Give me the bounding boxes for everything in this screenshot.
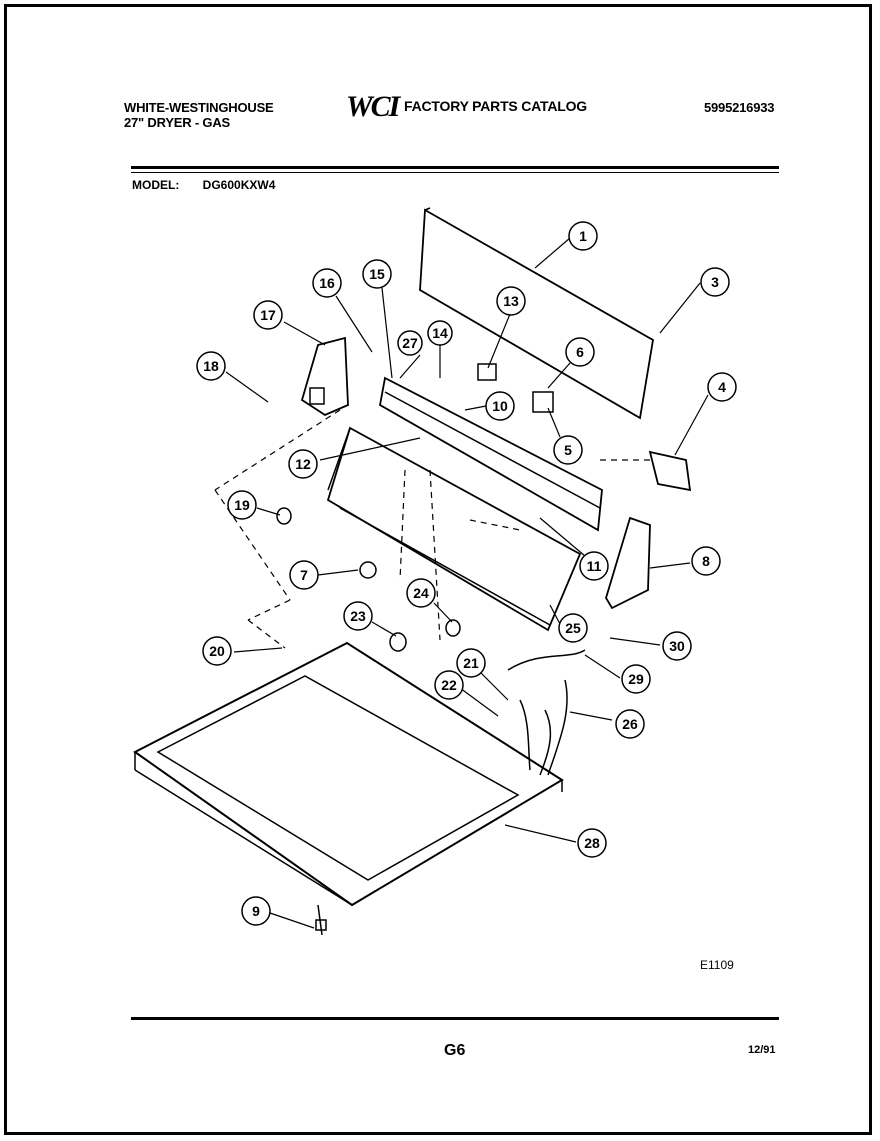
svg-text:12: 12 bbox=[295, 456, 311, 472]
callout-26: 26 bbox=[615, 709, 645, 739]
model-label: MODEL: bbox=[132, 178, 180, 192]
svg-text:24: 24 bbox=[413, 585, 429, 601]
callout-20: 20 bbox=[202, 636, 232, 666]
svg-text:9: 9 bbox=[252, 903, 260, 919]
header-rule bbox=[131, 166, 779, 169]
svg-text:1: 1 bbox=[579, 228, 587, 244]
assembly-guide-lines bbox=[214, 409, 650, 649]
svg-text:18: 18 bbox=[203, 358, 219, 374]
wci-logo: WCI bbox=[346, 90, 400, 123]
callout-16: 16 bbox=[312, 268, 342, 298]
callout-29: 29 bbox=[621, 664, 651, 694]
screw-part bbox=[315, 904, 327, 936]
callout-15: 15 bbox=[362, 259, 392, 289]
svg-text:30: 30 bbox=[669, 638, 685, 654]
callout-1: 1 bbox=[568, 221, 598, 251]
rear-panel-part bbox=[419, 207, 654, 420]
callout-25: 25 bbox=[558, 613, 588, 643]
callout-30: 30 bbox=[662, 631, 692, 661]
svg-text:22: 22 bbox=[441, 677, 457, 693]
revision-date: 12/91 bbox=[748, 1044, 776, 1056]
catalog-title: FACTORY PARTS CATALOG bbox=[404, 98, 587, 114]
brand-name: WHITE-WESTINGHOUSE bbox=[124, 100, 274, 115]
product-line: 27" DRYER - GAS bbox=[124, 115, 230, 130]
callout-4: 4 bbox=[707, 372, 737, 402]
left-end-cap-part bbox=[300, 336, 349, 417]
wire-harness-part bbox=[507, 649, 586, 776]
svg-text:16: 16 bbox=[319, 275, 335, 291]
drawing-id: E1109 bbox=[700, 958, 734, 972]
callout-6: 6 bbox=[565, 337, 595, 367]
switch-parts bbox=[477, 363, 554, 413]
callout-23: 23 bbox=[343, 601, 373, 631]
callout-5: 5 bbox=[553, 435, 583, 465]
svg-text:15: 15 bbox=[369, 266, 385, 282]
svg-text:23: 23 bbox=[350, 608, 366, 624]
page-border bbox=[4, 4, 872, 1135]
callout-28: 28 bbox=[577, 828, 607, 858]
svg-text:13: 13 bbox=[503, 293, 519, 309]
callout-22: 22 bbox=[434, 670, 464, 700]
callout-bubbles: 1 3 4 5 6 7 8 9 10 11 12 13 14 15 16 17 … bbox=[196, 221, 737, 926]
callout-13: 13 bbox=[496, 286, 526, 316]
leader-lines bbox=[225, 237, 709, 929]
svg-text:3: 3 bbox=[711, 274, 719, 290]
callout-9: 9 bbox=[241, 896, 271, 926]
callout-12: 12 bbox=[288, 449, 318, 479]
callout-11: 11 bbox=[579, 551, 609, 581]
timer-switch-part bbox=[648, 450, 692, 492]
svg-text:25: 25 bbox=[565, 620, 581, 636]
svg-text:11: 11 bbox=[587, 558, 602, 574]
header-rule-thin bbox=[131, 172, 779, 173]
svg-text:4: 4 bbox=[718, 379, 726, 395]
callout-14: 14 bbox=[427, 320, 453, 346]
svg-text:20: 20 bbox=[209, 643, 225, 659]
svg-text:5: 5 bbox=[564, 442, 572, 458]
dryer-top-part bbox=[133, 641, 564, 907]
svg-text:29: 29 bbox=[628, 671, 644, 687]
footer-rule bbox=[131, 1017, 779, 1020]
svg-text:28: 28 bbox=[584, 835, 600, 851]
brand-block: WHITE-WESTINGHOUSE 27" DRYER - GAS bbox=[124, 100, 274, 130]
svg-text:17: 17 bbox=[260, 307, 276, 323]
callout-21: 21 bbox=[456, 648, 486, 678]
document-number: 5995216933 bbox=[704, 100, 775, 115]
callout-27: 27 bbox=[397, 330, 423, 356]
svg-text:8: 8 bbox=[702, 553, 710, 569]
control-bracket-part bbox=[378, 376, 603, 532]
page-code: G6 bbox=[444, 1042, 466, 1059]
callout-3: 3 bbox=[700, 267, 730, 297]
svg-text:6: 6 bbox=[576, 344, 584, 360]
callout-8: 8 bbox=[691, 546, 721, 576]
svg-text:27: 27 bbox=[402, 335, 418, 351]
svg-text:7: 7 bbox=[300, 567, 308, 583]
model-value: DG600KXW4 bbox=[202, 178, 276, 192]
callout-24: 24 bbox=[406, 578, 436, 608]
console-panel-part bbox=[326, 426, 582, 632]
callout-19: 19 bbox=[227, 490, 257, 520]
svg-text:21: 21 bbox=[463, 655, 479, 671]
callout-7: 7 bbox=[289, 560, 319, 590]
svg-text:14: 14 bbox=[432, 325, 448, 341]
callout-10: 10 bbox=[485, 391, 515, 421]
right-end-cap-part bbox=[605, 516, 651, 610]
callout-17: 17 bbox=[253, 300, 283, 330]
knob-parts bbox=[276, 507, 461, 652]
svg-text:26: 26 bbox=[622, 716, 638, 732]
svg-text:10: 10 bbox=[492, 398, 508, 414]
svg-text:19: 19 bbox=[234, 497, 250, 513]
callout-18: 18 bbox=[196, 351, 226, 381]
model-row: MODEL: DG600KXW4 bbox=[132, 178, 275, 192]
